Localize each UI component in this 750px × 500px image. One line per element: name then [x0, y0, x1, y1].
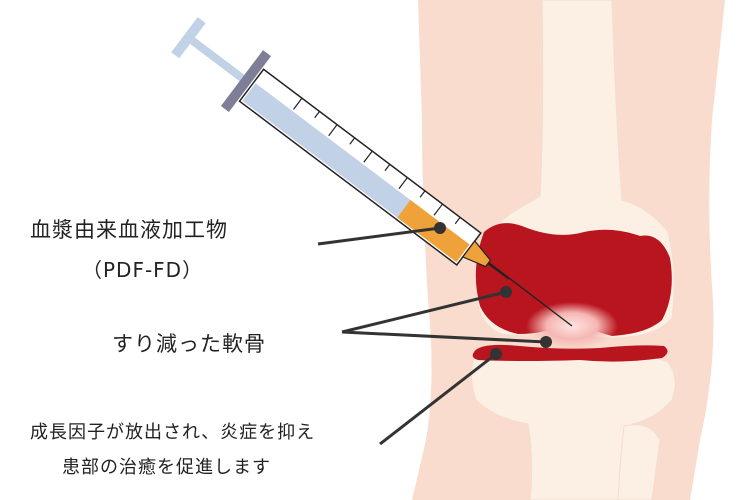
syringe-icon	[171, 17, 510, 280]
prp-label: 血漿由来血液加工物	[30, 218, 228, 242]
lower-cartilage	[472, 344, 668, 362]
effect-label-line1: 成長因子が放出され、炎症を抑え	[30, 422, 316, 443]
needle-path	[487, 261, 573, 327]
worn-cartilage-label: すり減った軟骨	[112, 332, 266, 356]
fibula-bone	[617, 424, 661, 500]
cartilage-marker-dot-upper	[500, 286, 512, 298]
prp-marker-dot	[434, 222, 446, 234]
effect-label-line2: 患部の治癒を促進します	[62, 457, 271, 478]
cartilage-marker-dot-lower	[540, 336, 552, 348]
effect-marker-dot	[490, 348, 502, 360]
prp-abbreviation-label: （PDF-FD）	[82, 258, 204, 282]
upper-cartilage	[475, 223, 672, 336]
